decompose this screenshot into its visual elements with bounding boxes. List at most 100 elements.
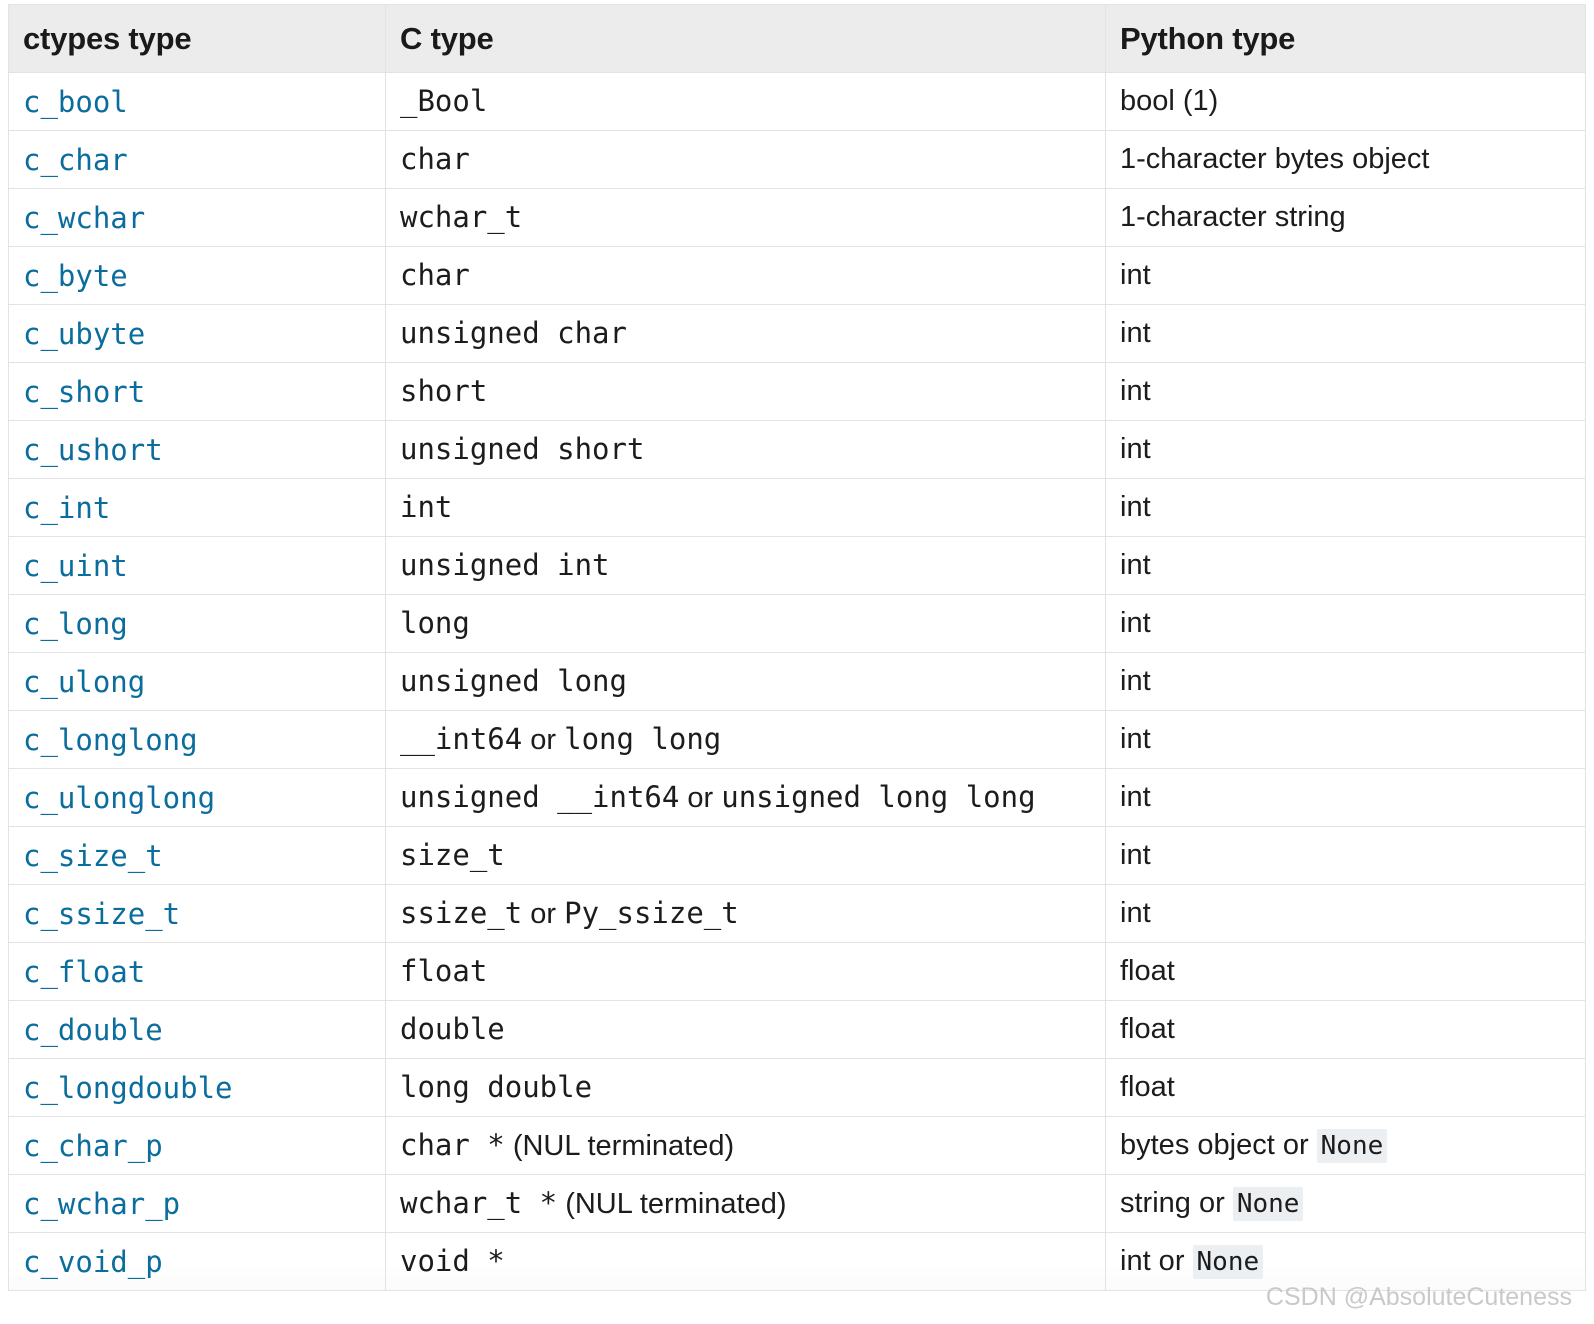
table-header: ctypes type C type Python type [8, 4, 1586, 73]
ctypes-type-mapping-table: ctypes type C type Python type c_bool _Bo… [8, 4, 1586, 1291]
ctypes-type-link[interactable]: c_uint [23, 548, 128, 583]
python-type-text: 1-character bytes object [1120, 143, 1430, 175]
c-type-mono: wchar_t * [400, 1186, 558, 1220]
c-type-mono: double [400, 1012, 505, 1046]
python-type-code-literal: None [1192, 1245, 1264, 1279]
python-type-text: 1-character string [1120, 201, 1346, 233]
cell-python-type: 1-character string [1105, 188, 1586, 247]
cell-ctypes-type[interactable]: c_longlong [8, 710, 386, 769]
cell-c-type: __int64 or long long [385, 710, 1106, 769]
cell-python-type: string or None [1105, 1174, 1586, 1233]
ctypes-type-link[interactable]: c_short [23, 374, 146, 409]
cell-ctypes-type[interactable]: c_double [8, 1000, 386, 1059]
cell-c-type: float [385, 942, 1106, 1001]
c-type-mono: short [400, 374, 488, 408]
cell-c-type: wchar_t * (NUL terminated) [385, 1174, 1106, 1233]
cell-ctypes-type[interactable]: c_uint [8, 536, 386, 595]
cell-ctypes-type[interactable]: c_ssize_t [8, 884, 386, 943]
cell-python-type: float [1105, 942, 1586, 1001]
python-type-text: int [1120, 607, 1151, 639]
ctypes-type-link[interactable]: c_char_p [23, 1128, 163, 1163]
ctypes-type-link[interactable]: c_longdouble [23, 1070, 233, 1105]
cell-ctypes-type[interactable]: c_void_p [8, 1232, 386, 1291]
ctypes-type-link[interactable]: c_ssize_t [23, 896, 181, 931]
cell-ctypes-type[interactable]: c_ulonglong [8, 768, 386, 827]
table-row: c_double double float [8, 1000, 1586, 1059]
python-type-code-literal: None [1316, 1129, 1388, 1163]
ctypes-type-link[interactable]: c_wchar_p [23, 1186, 181, 1221]
ctypes-type-link[interactable]: c_ushort [23, 432, 163, 467]
cell-ctypes-type[interactable]: c_ulong [8, 652, 386, 711]
c-type-mono-alt: long long [564, 722, 722, 756]
cell-ctypes-type[interactable]: c_char [8, 130, 386, 189]
table-row: c_short short int [8, 362, 1586, 421]
ctypes-type-link[interactable]: c_wchar [23, 200, 146, 235]
ctypes-type-link[interactable]: c_int [23, 490, 111, 525]
ctypes-type-link[interactable]: c_float [23, 954, 146, 989]
ctypes-type-link[interactable]: c_char [23, 142, 128, 177]
ctypes-type-link[interactable]: c_ulonglong [23, 780, 216, 815]
cell-ctypes-type[interactable]: c_byte [8, 246, 386, 305]
python-type-text: int [1120, 665, 1151, 697]
cell-ctypes-type[interactable]: c_wchar_p [8, 1174, 386, 1233]
c-type-mono: char * [400, 1128, 505, 1162]
cell-c-type: size_t [385, 826, 1106, 885]
cell-c-type: double [385, 1000, 1106, 1059]
ctypes-type-link[interactable]: c_bool [23, 84, 128, 119]
cell-c-type: ssize_t or Py_ssize_t [385, 884, 1106, 943]
python-type-text: int [1120, 375, 1151, 407]
cell-python-type: int [1105, 304, 1586, 363]
cell-ctypes-type[interactable]: c_int [8, 478, 386, 537]
ctypes-type-link[interactable]: c_size_t [23, 838, 163, 873]
c-type-mono: __int64 [400, 722, 523, 756]
python-type-text: string or [1120, 1187, 1233, 1219]
python-type-text: int or [1120, 1245, 1193, 1277]
ctypes-type-link[interactable]: c_double [23, 1012, 163, 1047]
python-type-text: float [1120, 955, 1175, 987]
cell-ctypes-type[interactable]: c_longdouble [8, 1058, 386, 1117]
table-row: c_bool _Bool bool (1) [8, 72, 1586, 131]
cell-c-type: unsigned long [385, 652, 1106, 711]
ctypes-type-link[interactable]: c_long [23, 606, 128, 641]
c-type-mono: long double [400, 1070, 593, 1104]
cell-ctypes-type[interactable]: c_long [8, 594, 386, 653]
cell-ctypes-type[interactable]: c_float [8, 942, 386, 1001]
c-type-prose: (NUL terminated) [504, 1130, 735, 1162]
ctypes-type-link[interactable]: c_ulong [23, 664, 146, 699]
cell-c-type: long double [385, 1058, 1106, 1117]
c-type-mono: unsigned char [400, 316, 627, 350]
table-body: c_bool _Bool bool (1) c_char char 1-character… [8, 72, 1586, 1291]
python-type-text: bool (1) [1120, 85, 1219, 117]
cell-ctypes-type[interactable]: c_char_p [8, 1116, 386, 1175]
python-type-text: int [1120, 839, 1151, 871]
cell-python-type: int [1105, 362, 1586, 421]
cell-ctypes-type[interactable]: c_short [8, 362, 386, 421]
cell-c-type: void * [385, 1232, 1106, 1291]
cell-ctypes-type[interactable]: c_size_t [8, 826, 386, 885]
ctypes-type-link[interactable]: c_longlong [23, 722, 198, 757]
cell-ctypes-type[interactable]: c_ubyte [8, 304, 386, 363]
cell-ctypes-type[interactable]: c_wchar [8, 188, 386, 247]
ctypes-type-link[interactable]: c_void_p [23, 1244, 163, 1279]
cell-c-type: char [385, 130, 1106, 189]
column-header-c-type: C type [385, 4, 1106, 73]
table-row: c_char_p char * (NUL terminated) bytes obj… [8, 1116, 1586, 1175]
c-type-mono: unsigned short [400, 432, 645, 466]
c-type-mono: _Bool [400, 84, 488, 118]
cell-ctypes-type[interactable]: c_bool [8, 72, 386, 131]
cell-c-type: long [385, 594, 1106, 653]
python-type-text: float [1120, 1013, 1175, 1045]
cell-c-type: short [385, 362, 1106, 421]
cell-python-type: bytes object or None [1105, 1116, 1586, 1175]
ctypes-type-link[interactable]: c_byte [23, 258, 128, 293]
cell-ctypes-type[interactable]: c_ushort [8, 420, 386, 479]
ctypes-type-link[interactable]: c_ubyte [23, 316, 146, 351]
cell-c-type: int [385, 478, 1106, 537]
